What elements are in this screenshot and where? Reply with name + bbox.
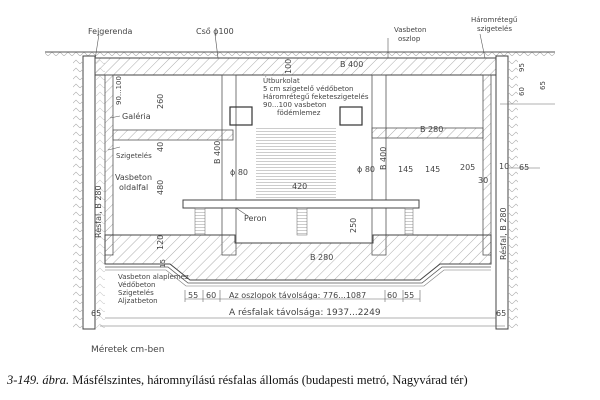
label-insulation-1: Háromrétegű xyxy=(471,16,518,24)
label-b400-col-right: B 400 xyxy=(379,146,388,170)
dim-480: 480 xyxy=(156,179,165,195)
diaphragm-wall-right xyxy=(495,55,518,330)
label-resfal-left: Résfal, B 280 xyxy=(94,185,103,238)
dim-205: 205 xyxy=(460,163,476,172)
ground-surface xyxy=(45,51,555,58)
base-layer-3: Szigetelés xyxy=(118,289,154,297)
column-left xyxy=(221,74,237,256)
caption-number: 3-149. ábra. xyxy=(7,373,70,387)
label-resfal-right: Résfal, B 280 xyxy=(499,207,508,260)
label-column-distance: Az oszlopok távolsága: 776...1087 xyxy=(229,291,367,300)
label-b400-col-left: B 400 xyxy=(213,140,222,164)
label-column-2: oszlop xyxy=(398,35,421,43)
diaphragm-wall-left xyxy=(73,55,105,330)
opening-left xyxy=(229,106,253,126)
dim-15: 15 xyxy=(159,259,167,268)
side-wall-left xyxy=(104,74,114,256)
label-fejgerenda: Fejgerenda xyxy=(88,27,133,36)
label-pipe: Cső ϕ100 xyxy=(196,27,234,36)
dim-60-right: 60 xyxy=(387,291,398,300)
dim-60-left: 60 xyxy=(206,291,217,300)
label-wall-distance: A résfalak távolsága: 1937...2249 xyxy=(229,308,381,318)
layer-2: 5 cm szigetelő védőbeton xyxy=(263,85,354,93)
base-layer-4: Aljzatbeton xyxy=(118,297,158,305)
dim-65-bottom-left: 65 xyxy=(91,309,102,318)
layer-3: Háromrétegű feketeszigetelés xyxy=(263,93,369,101)
dim-95: 95 xyxy=(518,63,526,72)
dim-90-100: 90...100 xyxy=(115,76,123,105)
platform xyxy=(182,199,420,209)
dim-120: 120 xyxy=(156,234,165,250)
dim-65-right: 65 xyxy=(519,163,530,172)
label-b280-base: B 280 xyxy=(310,253,334,262)
dim-40: 40 xyxy=(156,141,165,152)
dim-65-top: 65 xyxy=(539,81,547,90)
base-layer-1: Vasbeton alaplemez xyxy=(118,273,189,281)
dim-10: 10 xyxy=(499,162,510,171)
dim-145a: 145 xyxy=(398,165,414,174)
caption-text: Másfélszintes, háromnyílású résfalas áll… xyxy=(72,373,468,387)
layer-4: 90...100 vasbeton xyxy=(263,101,327,109)
dim-55-left: 55 xyxy=(188,291,199,300)
stairwell xyxy=(256,128,336,200)
leader-lines xyxy=(94,33,486,217)
layer-5: födémlemez xyxy=(277,109,321,117)
dimension-lines xyxy=(100,103,555,327)
label-b280-gallery: B 280 xyxy=(420,125,444,134)
dim-55-right: 55 xyxy=(404,291,415,300)
base-slab xyxy=(104,234,492,287)
label-sidewall-2: oldalfal xyxy=(119,183,149,192)
label-peron: Peron xyxy=(244,214,267,223)
units-note: Méretek cm-ben xyxy=(91,345,165,355)
dim-60-top: 60 xyxy=(518,87,526,96)
label-phi80-right: ϕ 80 xyxy=(357,165,375,174)
dim-145b: 145 xyxy=(425,165,441,174)
label-phi80-left: ϕ 80 xyxy=(230,168,248,177)
dim-260: 260 xyxy=(156,93,165,109)
dim-250: 250 xyxy=(349,217,358,233)
base-layer-2: Védőbeton xyxy=(118,281,156,289)
dim-65-bottom-right: 65 xyxy=(496,309,507,318)
label-column-1: Vasbeton xyxy=(394,26,427,34)
label-b400-slab: B 400 xyxy=(340,60,364,69)
layer-1: Útburkolat xyxy=(263,77,300,85)
dim-420: 420 xyxy=(292,182,308,191)
label-sidewall-1: Vasbeton xyxy=(115,173,153,182)
dim-30: 30 xyxy=(478,176,489,185)
gallery-slab-left xyxy=(112,129,234,141)
dim-100: 100 xyxy=(284,58,293,74)
label-insulation-2: szigetelés xyxy=(477,25,512,33)
figure-caption: 3-149. ábra. Másfélszintes, háromnyílású… xyxy=(7,373,468,388)
label-szigeteles: Szigetelés xyxy=(116,152,152,160)
side-wall-right xyxy=(482,74,492,256)
opening-right xyxy=(339,106,363,126)
label-galeria: Galéria xyxy=(122,112,151,121)
